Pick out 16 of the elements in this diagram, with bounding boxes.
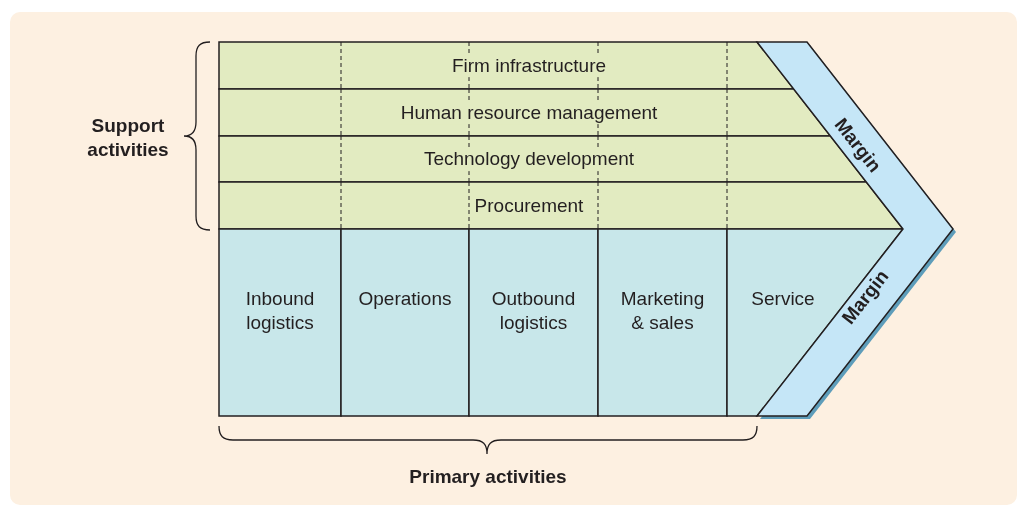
band-label: Technology development: [421, 147, 637, 171]
cell-label: Marketing & sales: [619, 287, 706, 335]
cell-label: Outbound logistics: [490, 287, 577, 335]
group-label: Primary activities: [409, 465, 567, 489]
primary-activity-cell: [219, 229, 341, 416]
cell-label: Service: [750, 287, 816, 311]
group-label: Support activities: [86, 114, 170, 162]
support-activity-band: [219, 182, 903, 229]
cell-label: Operations: [357, 287, 453, 311]
support-activity-band: [219, 89, 831, 136]
primary-activity-cell: [598, 229, 727, 416]
cell-label: Inbound logistics: [244, 287, 316, 335]
primary-activity-cell: [469, 229, 598, 416]
primary-activity-cell: [727, 229, 903, 416]
primary-activity-cell: [341, 229, 469, 416]
support-activity-band: [219, 42, 794, 89]
